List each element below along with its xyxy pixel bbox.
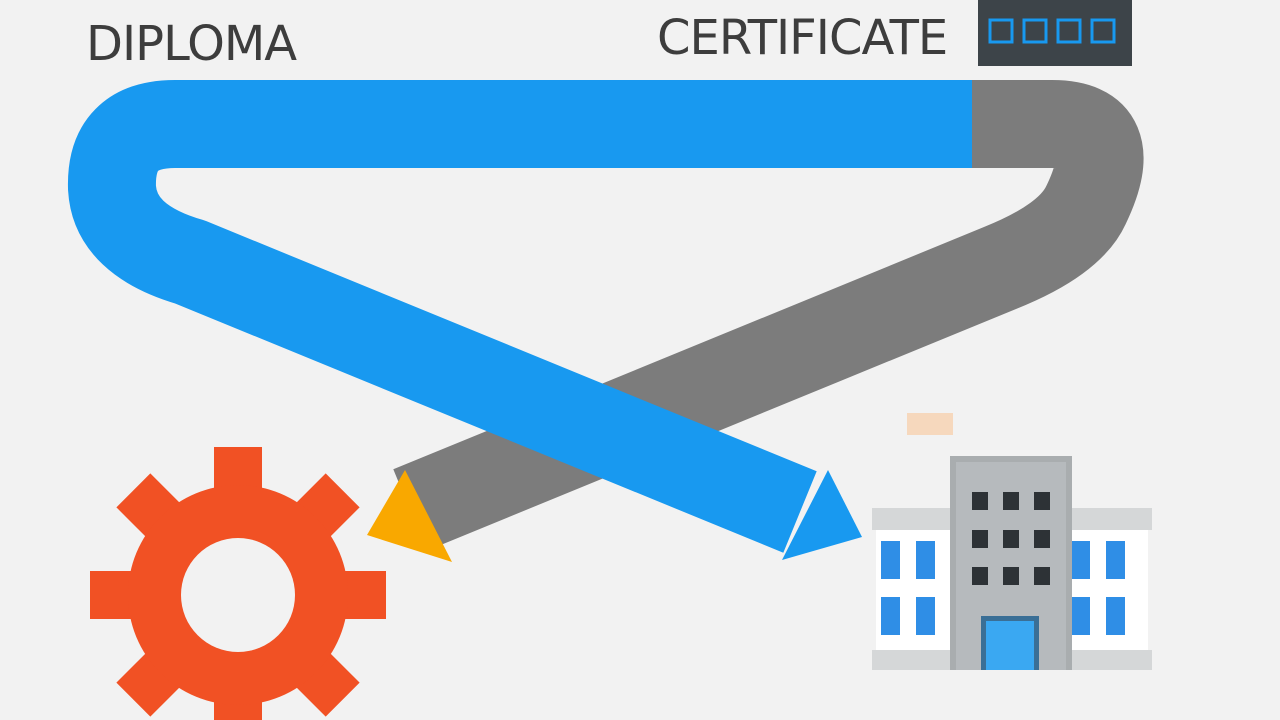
gray-path	[393, 80, 1144, 551]
blue-path	[68, 80, 972, 553]
gear-icon	[90, 447, 386, 720]
diploma-label: DIPLOMA	[86, 16, 297, 72]
certificate-label: CERTIFICATE	[657, 10, 948, 66]
blue-arrowhead	[782, 470, 862, 560]
chimney-tag	[907, 413, 953, 435]
certificate-badge-icon	[978, 0, 1132, 66]
building-icon	[872, 413, 1152, 670]
badge-squares	[988, 18, 1116, 44]
arrow-tip-icon	[367, 470, 452, 562]
